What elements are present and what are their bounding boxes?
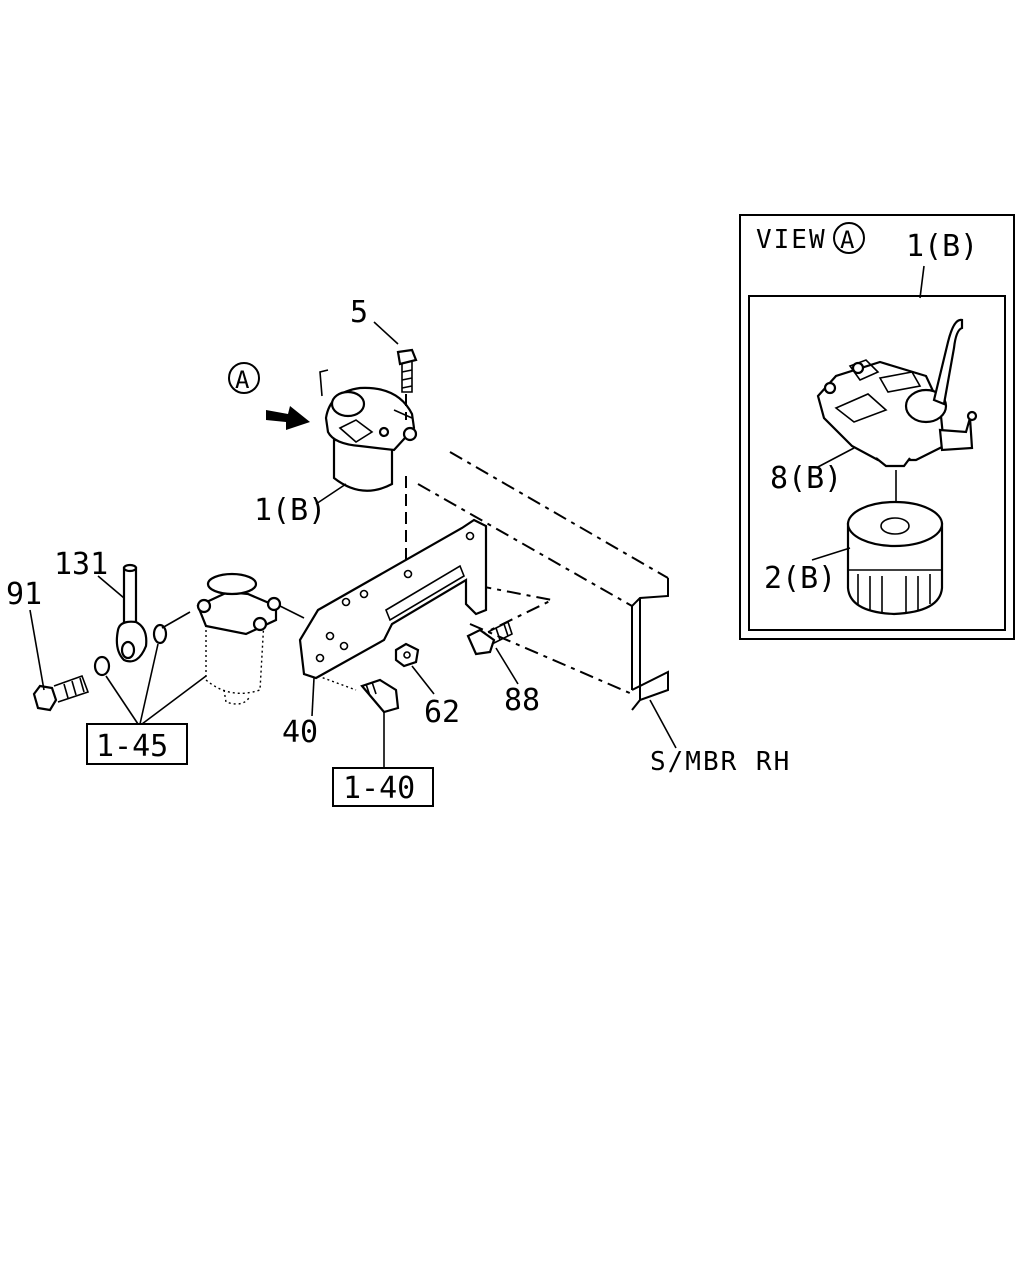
view-a-marker-text: A [235,366,250,394]
view-direction-arrow [266,406,310,430]
ref-box-1-40-text: 1-40 [343,771,415,806]
label-frame-member: S/MBR RH [650,747,791,777]
leader-lines [29,321,519,768]
inset-label-8b: 8(B) [770,461,842,496]
view-a-inset: VIEW A 1(B) [739,214,1015,640]
label-part-88: 88 [504,683,540,718]
nut-62 [394,642,420,668]
inset-filter-head [816,318,978,468]
bolt-91 [32,674,90,712]
label-part-62: 62 [424,695,460,730]
bolt-5 [396,348,418,420]
gasket-upper [152,623,168,645]
label-part-40: 40 [282,715,318,750]
eye-fitting-131 [115,563,148,663]
inset-filter-cartridge [846,500,944,616]
gasket-lower [93,655,111,677]
view-a-marker: A [228,362,260,394]
inset-title-marker: A [840,226,855,254]
secondary-filter [196,572,305,705]
inset-title: VIEW [756,225,827,255]
bolt-1-40 [360,678,400,714]
bolt-88 [466,620,513,656]
inset-label-1b: 1(B) [906,229,978,264]
label-part-1b: 1(B) [254,493,326,528]
part-labels: 5 A 1(B) 131 91 40 62 88 1-45 1-40 S/MBR… [6,295,791,807]
label-part-5: 5 [350,295,368,330]
label-part-91: 91 [6,577,42,612]
ref-box-1-40[interactable]: 1-40 [332,767,434,807]
mounting-bracket [298,476,488,691]
ref-box-1-45[interactable]: 1-45 [86,723,188,765]
inset-label-2b: 2(B) [764,561,836,596]
ref-box-1-45-text: 1-45 [96,729,168,764]
label-part-131: 131 [54,547,108,582]
fuel-filter-assembly [319,369,418,492]
